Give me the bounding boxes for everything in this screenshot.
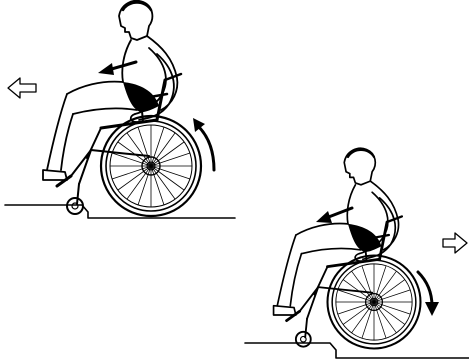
outline-arrow-right-icon [443,233,467,253]
curb-profile-ascending [5,205,235,218]
scene-descending [245,148,469,358]
outline-arrow-left-icon [8,78,36,98]
curved-arrow-down-icon [418,272,439,316]
scene-ascending [5,1,235,218]
solid-arrow-left-icon [98,62,136,75]
